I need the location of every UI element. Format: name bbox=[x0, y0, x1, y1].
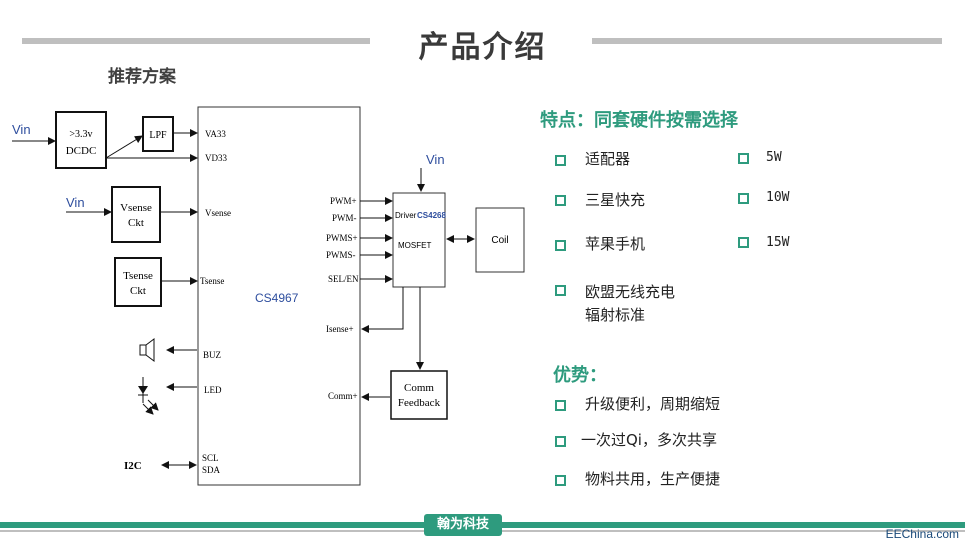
lpf-box bbox=[142, 116, 174, 152]
advantage-item-1: 升级便利，周期缩短 bbox=[585, 395, 721, 413]
tsense-label-1: Tsense bbox=[123, 270, 153, 282]
driver-box bbox=[392, 192, 446, 288]
checkbox-icon bbox=[555, 285, 566, 296]
advantages-title: 优势： bbox=[553, 365, 607, 386]
pin-isense: Isense+ bbox=[326, 324, 354, 334]
checkbox-icon bbox=[555, 475, 566, 486]
dcdc-box bbox=[55, 111, 107, 169]
pin-sel-en: SEL/EN bbox=[328, 274, 359, 284]
vin-label-2: Vin bbox=[66, 195, 85, 210]
comm-feedback-box bbox=[390, 370, 448, 420]
title-bar-left bbox=[22, 38, 370, 44]
pin-comm: Comm+ bbox=[328, 391, 358, 401]
pin-pwm-minus: PWM- bbox=[332, 213, 357, 223]
checkbox-icon bbox=[738, 237, 749, 248]
pin-va33: VA33 bbox=[205, 129, 226, 139]
title-bar-right bbox=[592, 38, 942, 44]
pin-vd33: VD33 bbox=[205, 153, 227, 163]
power-15w: 15W bbox=[766, 235, 790, 250]
mosfet-label: MOSFET bbox=[398, 241, 431, 250]
pin-led: LED bbox=[204, 385, 222, 395]
features-title: 特点：同套硬件按需选择 bbox=[540, 110, 738, 131]
power-10w: 10W bbox=[766, 190, 790, 205]
page-title: 产品介绍 bbox=[418, 30, 547, 65]
tsense-label-2: Ckt bbox=[130, 285, 146, 297]
dcdc-label-2: DCDC bbox=[66, 145, 97, 157]
chip-cs4967-label: CS4967 bbox=[255, 291, 299, 305]
pin-pwm-plus: PWM+ bbox=[330, 196, 357, 206]
checkbox-icon bbox=[555, 195, 566, 206]
buzzer-icon bbox=[139, 344, 147, 356]
i2c-label: I2C bbox=[124, 460, 142, 472]
coil-box bbox=[475, 207, 525, 273]
vsense-label-1: Vsense bbox=[120, 202, 152, 214]
checkbox-icon bbox=[555, 240, 566, 251]
tsense-box bbox=[114, 257, 162, 307]
vin-label-1: Vin bbox=[12, 122, 31, 137]
pin-vsense: Vsense bbox=[205, 208, 231, 218]
checkbox-icon bbox=[555, 436, 566, 447]
vin-label-3: Vin bbox=[426, 152, 445, 167]
feature-item-apple: 苹果手机 bbox=[585, 235, 646, 253]
comm-label-2: Feedback bbox=[398, 397, 441, 409]
pin-tsense: Tsense bbox=[200, 276, 224, 286]
pin-scl: SCL bbox=[202, 453, 219, 463]
feature-item-samsung: 三星快充 bbox=[585, 191, 646, 209]
watermark: EEChina.com bbox=[885, 527, 959, 541]
feature-item-adapter: 适配器 bbox=[585, 150, 631, 168]
pin-sda: SDA bbox=[202, 465, 221, 475]
checkbox-icon bbox=[555, 400, 566, 411]
chip-cs4967-box bbox=[197, 106, 361, 486]
advantage-item-2: 一次过Qi，多次共享 bbox=[581, 431, 717, 449]
pin-pwms-minus: PWMS- bbox=[326, 250, 356, 260]
pin-buz: BUZ bbox=[203, 350, 221, 360]
driver-chip-label: CS4268 bbox=[417, 211, 446, 220]
power-5w: 5W bbox=[766, 150, 782, 165]
driver-label: Driver bbox=[395, 211, 417, 220]
lpf-label: LPF bbox=[149, 130, 167, 141]
vsense-box bbox=[111, 186, 161, 243]
company-logo: 翰为科技 bbox=[424, 514, 502, 536]
coil-label: Coil bbox=[491, 235, 508, 246]
feature-item-radiation: 辐射标准 bbox=[585, 306, 646, 324]
pin-pwms-plus: PWMS+ bbox=[326, 233, 358, 243]
vsense-label-2: Ckt bbox=[128, 217, 144, 229]
feature-item-eu: 欧盟无线充电 bbox=[585, 283, 676, 301]
comm-label-1: Comm bbox=[404, 382, 434, 394]
checkbox-icon bbox=[738, 193, 749, 204]
dcdc-label-1: >3.3v bbox=[69, 129, 92, 140]
checkbox-icon bbox=[738, 153, 749, 164]
advantage-item-3: 物料共用，生产便捷 bbox=[585, 470, 721, 488]
checkbox-icon bbox=[555, 155, 566, 166]
led-icon bbox=[138, 377, 159, 415]
page-subtitle: 推荐方案 bbox=[108, 67, 176, 87]
block-diagram: CS4967 Vin Vin Vin >3.3v DCDC LPF Vsense… bbox=[12, 106, 525, 486]
